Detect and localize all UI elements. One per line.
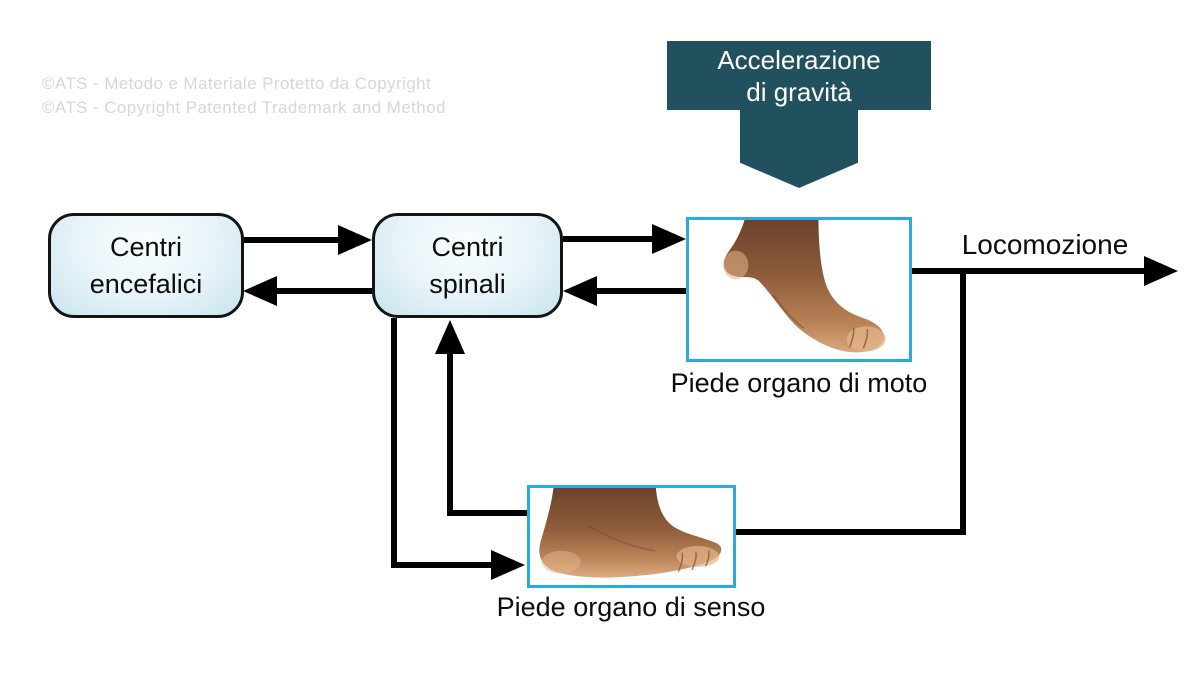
centri-encefalici-label-line-1: Centri — [109, 231, 183, 262]
copyright-watermark: ©ATS - Metodo e Materiale Protetto da Co… — [42, 72, 446, 120]
foot-flat-image — [539, 488, 722, 578]
edge-spinali-to-moto — [563, 224, 686, 254]
caption-piede-organo-di-senso: Piede organo di senso — [496, 592, 766, 622]
locomozione-label: Locomozione — [961, 229, 1129, 260]
node-piede-organo-di-senso — [527, 485, 736, 588]
node-piede-organo-di-moto — [686, 217, 912, 362]
centri-encefalici-label-line-2: encefalici — [89, 268, 203, 299]
arrowhead-right-icon — [652, 224, 686, 254]
edge-spinali-to-encefalici — [243, 276, 372, 306]
centri-spinali-label-line-1: Centri — [431, 231, 504, 262]
node-centri-encefalici: Centri encefalici — [48, 213, 244, 318]
foot-tiptoe-image — [723, 220, 886, 353]
gravity-banner-line-1: Accelerazione — [717, 44, 881, 75]
centri-spinali-label-line-2: spinali — [429, 268, 506, 299]
arrowhead-up-icon — [435, 320, 465, 354]
arrowhead-left-icon — [563, 276, 597, 306]
node-centri-spinali: Centri spinali — [372, 213, 563, 318]
edge-senso-to-spinali — [435, 320, 527, 516]
arrowhead-right-icon — [338, 225, 372, 255]
caption-piede-organo-di-moto: Piede organo di moto — [670, 368, 928, 398]
gravity-down-arrow-icon — [740, 109, 858, 188]
edge-moto-to-spinali — [563, 276, 686, 306]
arrowhead-right-icon — [491, 550, 525, 580]
edge-spinali-to-senso — [391, 318, 525, 580]
watermark-line-2: ©ATS - Copyright Patented Trademark and … — [42, 98, 446, 117]
gravity-banner-line-2: di gravità — [746, 76, 852, 107]
arrowhead-left-icon — [243, 276, 277, 306]
watermark-line-1: ©ATS - Metodo e Materiale Protetto da Co… — [42, 74, 432, 93]
edge-encefalici-to-spinali — [243, 225, 372, 255]
gravity-banner: Accelerazione di gravità — [667, 41, 931, 110]
